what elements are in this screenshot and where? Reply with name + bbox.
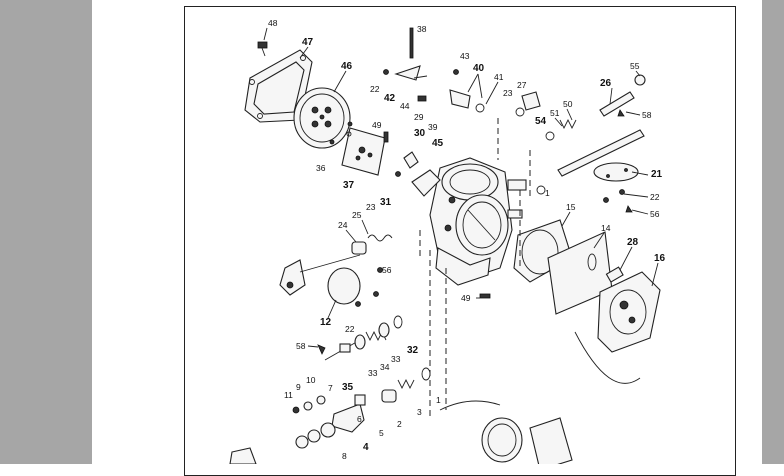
label-32: 32	[407, 345, 419, 356]
label-8: 8	[342, 451, 347, 461]
label-33a: 33	[391, 354, 401, 364]
screw-48	[257, 41, 268, 57]
throttle-shaft-21	[557, 129, 645, 182]
label-39: 39	[428, 122, 438, 132]
label-41: 41	[494, 72, 504, 82]
carburetor-body	[429, 157, 527, 286]
springs-33-34	[354, 315, 403, 350]
label-6: 6	[357, 414, 362, 424]
screw-35	[317, 339, 361, 361]
label-16: 16	[654, 253, 666, 264]
label-15: 15	[566, 202, 576, 212]
label-12: 12	[320, 317, 332, 328]
label-22c: 22	[345, 324, 355, 334]
label-36: 36	[316, 163, 326, 173]
bottom-parts	[229, 417, 573, 464]
label-54: 54	[535, 116, 547, 127]
label-25: 25	[352, 210, 362, 220]
label-55: 55	[630, 61, 640, 71]
label-58a: 58	[642, 110, 652, 120]
label-21: 21	[651, 169, 663, 180]
manual-page	[92, 0, 762, 464]
label-7: 7	[328, 383, 333, 393]
label-23a: 23	[503, 88, 513, 98]
label-44: 44	[400, 101, 410, 111]
label-11: 11	[284, 390, 293, 400]
plate-37	[341, 127, 386, 176]
label-49a: 49	[372, 120, 382, 130]
label-27: 27	[517, 80, 527, 90]
label-1: 1	[436, 395, 441, 405]
label-9: 9	[296, 382, 301, 392]
label-28: 28	[627, 237, 639, 248]
label-5: 5	[379, 428, 384, 438]
pump-cover-16	[597, 271, 661, 353]
label-10: 10	[306, 375, 316, 385]
label-46: 46	[341, 61, 353, 72]
label-37: 37	[343, 180, 355, 191]
label-1b: 1	[545, 188, 550, 198]
label-58b: 58	[296, 341, 306, 351]
label-56b: 56	[382, 265, 392, 275]
carburetor-exploded-diagram: 48 47 46 38 43 40 41 22 42 44 29 39 27 2…	[229, 18, 666, 464]
label-38: 38	[417, 24, 427, 34]
leader-lines	[263, 27, 659, 348]
assembly-lines	[419, 118, 641, 420]
fitting-28	[605, 266, 624, 283]
label-23b: 23	[366, 202, 376, 212]
label-14: 14	[601, 223, 611, 233]
label-22b: 22	[650, 192, 660, 202]
label-24: 24	[338, 220, 348, 230]
label-30: 30	[414, 128, 426, 139]
label-4: 4	[363, 442, 369, 453]
label-35: 35	[342, 382, 354, 393]
left-margin	[0, 0, 92, 464]
callout-labels: 48 47 46 38 43 40 41 22 42 44 29 39 27 2…	[268, 18, 666, 461]
label-50: 50	[563, 99, 573, 109]
label-34: 34	[380, 362, 390, 372]
label-42: 42	[384, 93, 396, 104]
label-26: 26	[600, 78, 612, 89]
small-parts-6-11	[292, 395, 336, 449]
label-51: 51	[550, 108, 560, 118]
label-33b: 33	[368, 368, 378, 378]
parts-24-25	[351, 234, 393, 255]
label-3: 3	[417, 407, 422, 417]
gasket-47	[244, 49, 313, 123]
label-43: 43	[460, 51, 470, 61]
label-48: 48	[268, 18, 278, 28]
label-31: 31	[380, 197, 392, 208]
label-2: 2	[397, 419, 402, 429]
label-45: 45	[432, 138, 444, 149]
label-40: 40	[473, 63, 485, 74]
scrollbar-area[interactable]	[762, 0, 784, 464]
label-56a: 56	[650, 209, 660, 219]
throttle-lever-12	[279, 254, 361, 305]
small-parts-upper	[329, 27, 646, 307]
label-29: 29	[414, 112, 424, 122]
label-49b: 49	[461, 293, 471, 303]
diaphragm-46	[293, 87, 351, 149]
label-47: 47	[302, 37, 314, 48]
label-22a: 22	[370, 84, 380, 94]
parts-1-3	[381, 367, 431, 403]
